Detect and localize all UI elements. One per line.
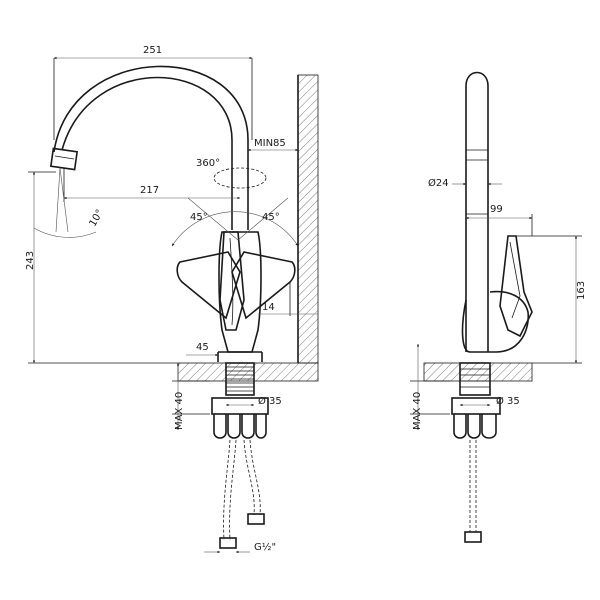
- side-view: Ø24 99 163 Ø 35 MAX 40: [410, 71, 587, 543]
- spout: [49, 65, 249, 171]
- hoses: [219, 439, 265, 549]
- dim-thread: G½": [254, 541, 276, 553]
- wall: [297, 74, 319, 364]
- front-view: 360° 45° 45°: [25, 45, 319, 554]
- dim-max-thickness: MAX 40: [174, 392, 185, 430]
- rotation-ellipse: [213, 167, 267, 189]
- dim-reach: 217: [140, 185, 159, 196]
- dim-height-total: 243: [25, 251, 36, 270]
- rotation-label: 360°: [196, 158, 220, 169]
- dim-wall-gap: 14: [262, 302, 275, 313]
- dim-base-diameter: Ø 35: [258, 395, 282, 407]
- side-dim-depth: 99: [490, 204, 503, 215]
- dim-min-clearance: MIN85: [254, 138, 286, 149]
- side-dim-max-thickness: MAX 40: [412, 392, 423, 430]
- countertop: [177, 362, 319, 382]
- faucet-body: [217, 150, 263, 362]
- angle-arc: [171, 211, 299, 247]
- lever-left-position: [176, 251, 241, 320]
- dim-width-total: 251: [143, 45, 162, 56]
- side-dim-spout-diameter: Ø24: [428, 177, 449, 189]
- side-countertop: [423, 362, 533, 382]
- side-shank: [451, 362, 501, 439]
- lever-center: [219, 231, 245, 331]
- side-hoses: [464, 440, 482, 543]
- side-dim-height: 163: [576, 281, 587, 300]
- angle-right-label: 45°: [262, 212, 280, 223]
- side-body: [461, 235, 533, 353]
- side-spout: [465, 71, 489, 352]
- dim-spout-tilt: 10°: [88, 208, 106, 229]
- mounting-shank: [211, 362, 269, 439]
- lever-right-position: [231, 251, 296, 320]
- dim-base-offset: 45: [196, 342, 209, 353]
- side-dim-base-diameter: Ø 35: [496, 395, 520, 407]
- angle-left-label: 45°: [190, 212, 208, 223]
